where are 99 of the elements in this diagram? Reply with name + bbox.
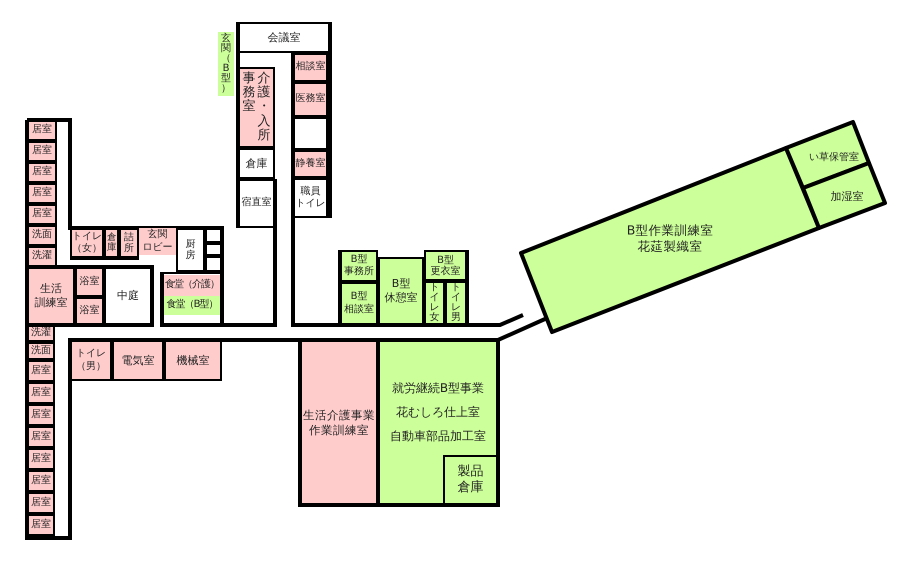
room: [27, 204, 57, 225]
room-label: 宿直室: [242, 197, 272, 210]
room-label: 介護・入所事務室: [242, 72, 272, 144]
room-label: 電気室: [122, 354, 154, 368]
room: [378, 340, 498, 505]
room-label: トイレ（女）: [72, 230, 102, 256]
room: [27, 162, 57, 183]
room: [27, 360, 55, 382]
room: [378, 257, 424, 325]
room: [27, 183, 57, 204]
room-label: B型休憩室: [384, 277, 418, 305]
room: [75, 267, 104, 297]
room-label: 居室: [32, 208, 52, 221]
room: [70, 340, 112, 381]
room-label: 玄関（B型）: [220, 34, 232, 94]
room: [104, 228, 119, 258]
room-label: 居室: [31, 364, 51, 378]
room-label: B型更衣室: [430, 254, 460, 276]
room: [27, 141, 57, 162]
room-label: 厨房: [184, 239, 196, 261]
room: [27, 470, 55, 492]
room-label: B型相談室: [344, 291, 374, 316]
room: [27, 120, 57, 141]
room-label: 浴室: [80, 304, 100, 318]
room-label: 就労継続B型事業花むしろ仕上室自動車部品加工室: [390, 380, 486, 445]
room-label: 加湿室: [830, 190, 864, 204]
room: [27, 325, 55, 342]
room-label: トイレ女: [428, 283, 440, 323]
room-label: 居室: [31, 386, 51, 400]
room: [205, 256, 222, 272]
room-label: 居室: [32, 166, 52, 179]
room-label: 生活介護事業作業訓練室: [303, 408, 375, 437]
room-label: 洗面: [31, 344, 51, 358]
room: [112, 340, 164, 381]
room: [27, 426, 55, 448]
room-label: 職員トイレ: [296, 186, 326, 210]
room: [27, 267, 75, 325]
room: [164, 275, 220, 296]
room-label: トイレ（男）: [76, 348, 106, 373]
room-label: 玄関ロビー: [142, 229, 172, 254]
room: [27, 492, 55, 514]
room: [164, 296, 220, 315]
room-label: 洗濯: [31, 327, 51, 340]
room-label: 居室: [31, 408, 51, 422]
room-label: 食堂（介護）: [165, 279, 219, 292]
room-label: 会議室: [268, 30, 300, 44]
room-label: 洗面: [32, 229, 52, 242]
room-label: 相談室: [296, 61, 326, 74]
room: [238, 22, 330, 53]
room: [27, 514, 55, 536]
room: [424, 281, 445, 325]
room: [119, 228, 139, 258]
room: [27, 246, 57, 267]
room: [27, 404, 55, 426]
room: [238, 179, 275, 228]
room-label: B型事務所: [344, 254, 374, 278]
room-label: 中庭: [117, 289, 139, 303]
room: [293, 82, 328, 117]
room: [164, 340, 222, 381]
room-label: 機械室: [176, 354, 210, 368]
room: [293, 117, 328, 150]
room-label: 静養室: [296, 158, 326, 170]
room: [443, 455, 498, 505]
room-label: 浴室: [80, 276, 100, 288]
room: [293, 53, 328, 82]
room-label: 居室: [31, 452, 51, 466]
room: [27, 342, 55, 360]
room: [340, 282, 378, 325]
room: [176, 228, 205, 272]
room-label: 洗濯: [32, 250, 52, 263]
room-label: 生活訓練室: [34, 282, 68, 310]
room: [205, 243, 222, 256]
room: [205, 228, 222, 243]
room-label: 居室: [31, 496, 51, 510]
room-label: 食堂（B型）: [166, 299, 218, 312]
room-label: 医務室: [296, 93, 326, 106]
room-label: 居室: [31, 518, 51, 532]
room: [238, 148, 275, 179]
room: [27, 448, 55, 470]
room-label: B型作業訓練室花莚製織室: [626, 222, 714, 254]
room: [300, 340, 378, 505]
room-label: トイレ男: [450, 283, 462, 323]
room-label: 製品倉庫: [458, 464, 484, 496]
room-label: 倉庫: [246, 156, 268, 170]
room: [445, 281, 467, 325]
room: [75, 297, 104, 325]
room: [27, 382, 55, 404]
room-label: 居室: [32, 124, 52, 137]
room-label: 居室: [31, 430, 51, 444]
room-label: 詰所: [123, 232, 135, 254]
room-label: 倉庫: [106, 232, 118, 254]
room: [293, 150, 328, 178]
room-label: 居室: [31, 474, 51, 488]
room: [293, 178, 328, 218]
room-label: 居室: [32, 145, 52, 158]
room-label: 居室: [32, 187, 52, 200]
room: [27, 225, 57, 246]
room: [424, 250, 467, 281]
room-label: い草保管室: [809, 152, 859, 164]
